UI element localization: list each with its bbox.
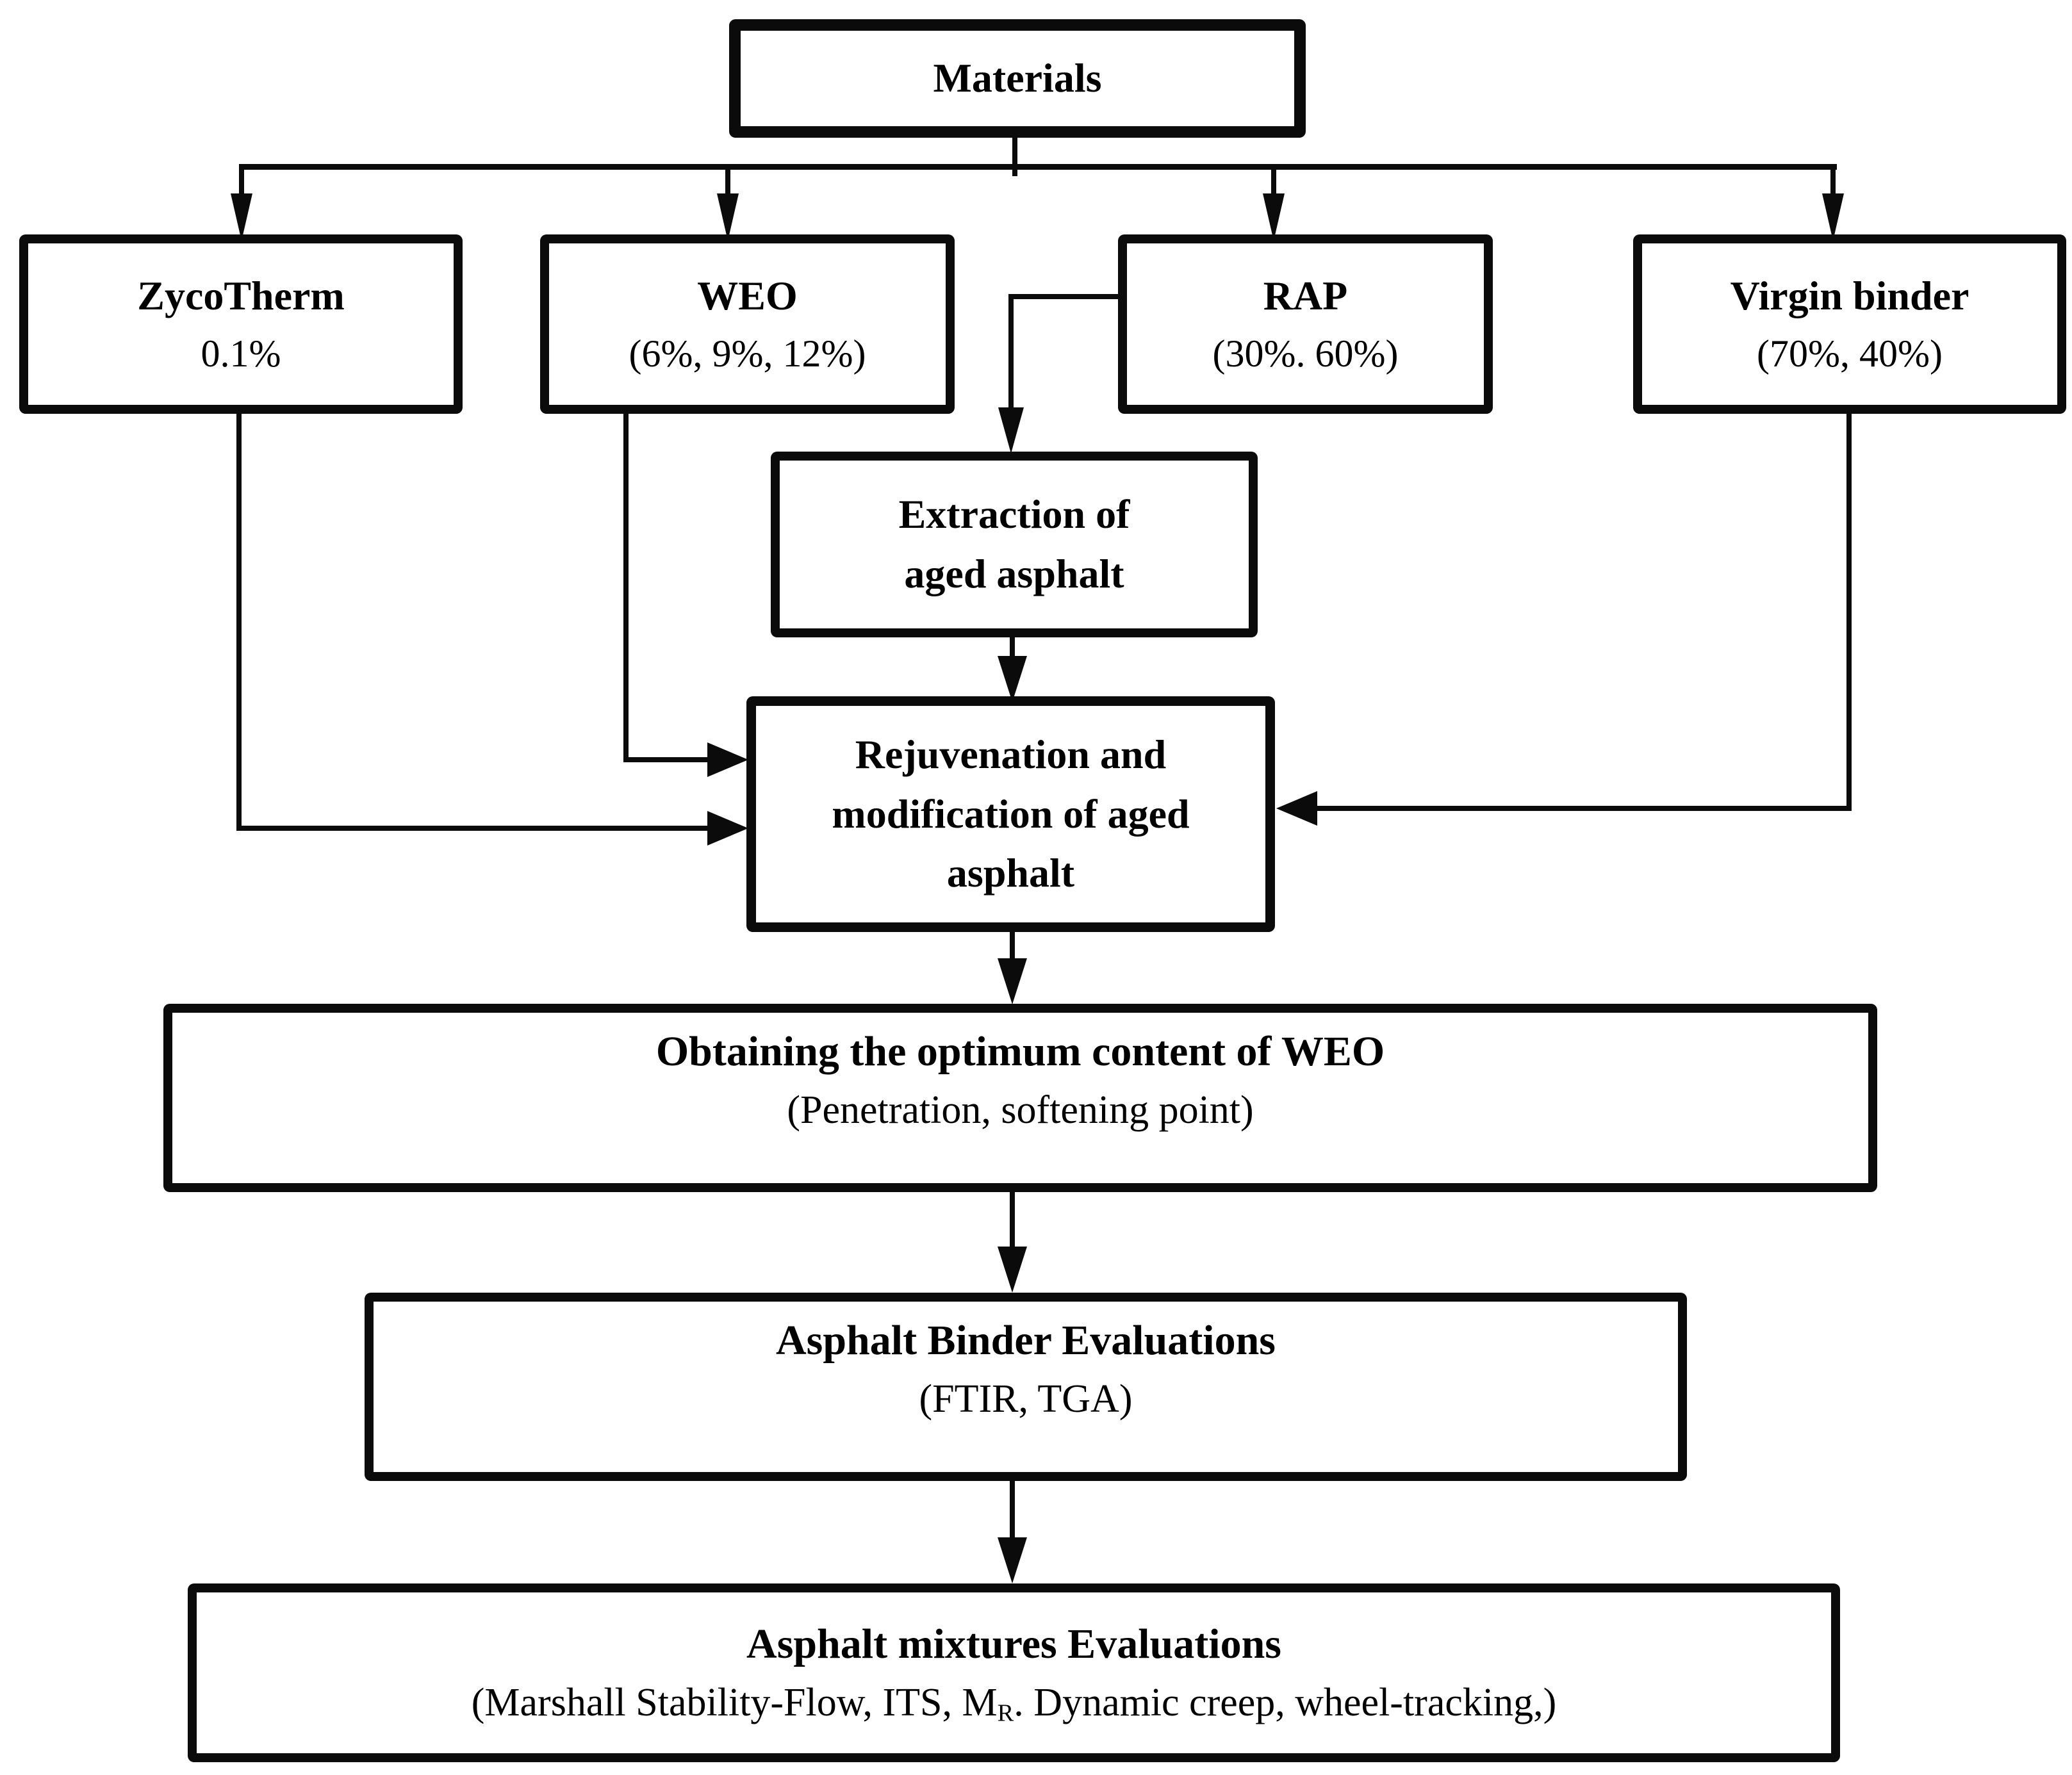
arrowhead-rejuvenation-to-obtaining — [998, 958, 1027, 1004]
mixtures-evaluations-title: Asphalt mixtures Evaluations — [746, 1620, 1281, 1667]
extraction-line1: Extraction of — [898, 491, 1130, 537]
rap-title: RAP — [1263, 273, 1348, 319]
connector-rap-to-extraction-v — [1008, 294, 1014, 410]
arrow-extraction-to-rejuvenation-stem — [1010, 636, 1015, 662]
arrow-obtaining-to-binder-stem — [1010, 1192, 1015, 1250]
rejuvenation-line2: modification of aged — [832, 790, 1190, 837]
arrow-to-zycotherm-head — [231, 193, 252, 241]
arrow-to-virgin-binder-stem — [1830, 168, 1836, 201]
mixtures-evaluations-subtitle: (Marshall Stability-Flow, ITS, MR. Dynam… — [472, 1674, 1556, 1732]
zycotherm-title: ZycoTherm — [137, 273, 345, 319]
box-rejuvenation: Rejuvenation and modification of aged as… — [746, 696, 1275, 932]
arrow-to-rap-head — [1263, 193, 1285, 241]
box-extraction: Extraction of aged asphalt — [771, 452, 1258, 637]
virgin-binder-subtitle: (70%, 40%) — [1757, 332, 1943, 375]
arrow-binder-to-mixtures-stem — [1010, 1481, 1015, 1540]
arrow-to-rap-stem — [1271, 168, 1276, 201]
arrowhead-obtaining-to-binder — [998, 1247, 1027, 1293]
connector-materials-stem — [1012, 136, 1017, 176]
binder-evaluations-subtitle: (FTIR, TGA) — [919, 1377, 1133, 1421]
connector-zycotherm-drop-v — [236, 414, 242, 831]
arrow-to-virgin-binder-head — [1822, 193, 1844, 241]
connector-distribution-line — [239, 164, 1837, 170]
connector-weo-drop-h — [623, 757, 711, 762]
arrowhead-zycotherm-to-rejuvenation — [707, 811, 748, 846]
arrowhead-binder-to-mixtures — [998, 1537, 1027, 1583]
materials-title: Materials — [933, 55, 1102, 101]
box-rap: RAP (30%. 60%) — [1118, 234, 1493, 414]
box-obtaining-optimum-weo: Obtaining the optimum content of WEO (Pe… — [163, 1004, 1877, 1192]
extraction-line2: aged asphalt — [904, 551, 1124, 596]
virgin-binder-title: Virgin binder — [1730, 273, 1969, 319]
box-asphalt-mixtures-evaluations: Asphalt mixtures Evaluations (Marshall S… — [188, 1583, 1840, 1762]
arrow-to-weo-stem — [725, 168, 730, 201]
box-virgin-binder: Virgin binder (70%, 40%) — [1633, 234, 2066, 414]
mixtures-subtitle-pre: (Marshall Stability-Flow, ITS, M — [471, 1681, 998, 1725]
weo-title: WEO — [697, 273, 798, 319]
arrowhead-weo-to-rejuvenation — [707, 742, 748, 777]
obtaining-subtitle: (Penetration, softening point) — [787, 1088, 1254, 1133]
connector-virgin-binder-drop-v — [1846, 414, 1852, 811]
arrowhead-virgin-binder-to-rejuvenation — [1276, 791, 1317, 826]
weo-subtitle: (6%, 9%, 12%) — [629, 332, 866, 375]
connector-rap-to-extraction-h — [1008, 294, 1118, 299]
box-asphalt-binder-evaluations: Asphalt Binder Evaluations (FTIR, TGA) — [365, 1293, 1687, 1481]
zycotherm-subtitle: 0.1% — [201, 332, 281, 375]
arrowhead-extraction-to-rejuvenation — [998, 656, 1027, 702]
mixtures-subtitle-subscript: R — [997, 1699, 1014, 1727]
arrow-to-weo-head — [717, 193, 739, 241]
obtaining-title: Obtaining the optimum content of WEO — [655, 1027, 1385, 1075]
arrow-to-zycotherm-stem — [239, 168, 244, 201]
box-zycotherm: ZycoTherm 0.1% — [19, 234, 463, 414]
arrowhead-rap-to-extraction — [998, 407, 1024, 454]
connector-weo-drop-v — [623, 414, 629, 762]
box-materials: Materials — [729, 19, 1306, 138]
arrow-rejuvenation-to-obtaining-stem — [1010, 932, 1015, 961]
connector-zycotherm-drop-h — [236, 826, 711, 831]
connector-virgin-binder-drop-h — [1315, 806, 1852, 811]
box-weo: WEO (6%, 9%, 12%) — [540, 234, 955, 414]
rejuvenation-line1: Rejuvenation and — [855, 731, 1167, 777]
mixtures-subtitle-post: . Dynamic creep, wheel-tracking,) — [1014, 1681, 1557, 1725]
binder-evaluations-title: Asphalt Binder Evaluations — [775, 1316, 1276, 1364]
rejuvenation-line3: asphalt — [946, 850, 1075, 896]
rap-subtitle: (30%. 60%) — [1212, 332, 1399, 375]
